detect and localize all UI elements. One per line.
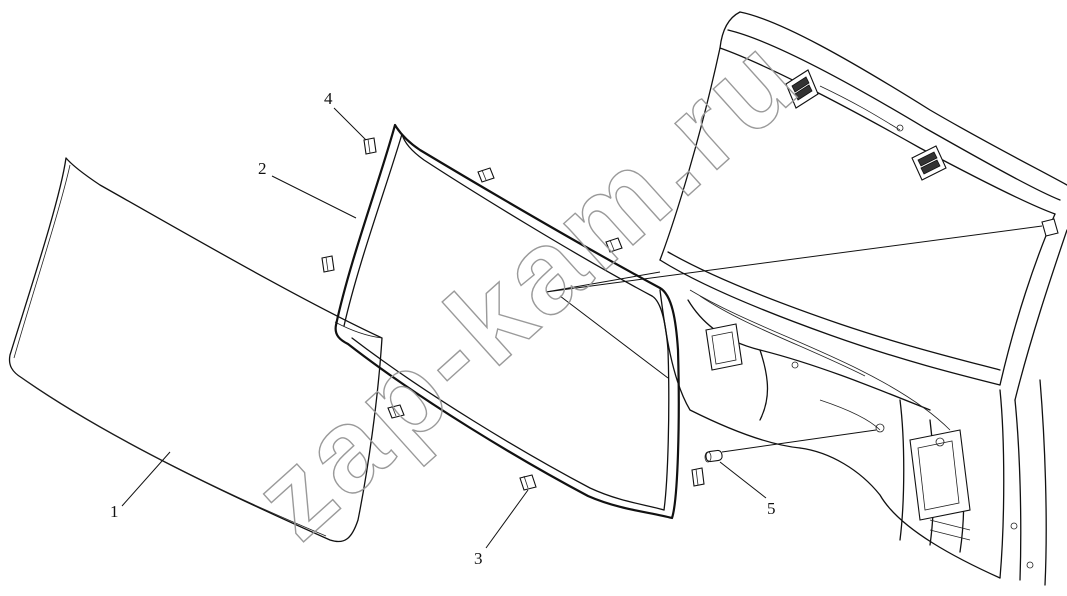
roof-vent-left xyxy=(785,69,819,109)
callout-4: 4 xyxy=(324,89,333,108)
clip-part-3 xyxy=(519,474,537,491)
clip-top xyxy=(477,167,495,183)
projection-lines xyxy=(545,225,1043,453)
clip-left xyxy=(321,255,335,273)
clip-lower-left xyxy=(387,404,405,419)
clip-upper-mid xyxy=(605,237,623,253)
windshield-glass-part-1 xyxy=(8,157,383,543)
plug-part-5 xyxy=(704,449,723,463)
callout-5: 5 xyxy=(767,499,776,518)
windshield-seal-part-2 xyxy=(334,123,680,520)
callout-1: 1 xyxy=(110,502,119,521)
callout-leaders xyxy=(121,107,767,549)
callout-3: 3 xyxy=(474,549,483,568)
cab-front-frame xyxy=(659,11,1067,586)
clip-right-side xyxy=(691,467,705,487)
roof-vent-right xyxy=(911,145,947,181)
seal-clips xyxy=(321,137,705,491)
clip-part-4 xyxy=(363,137,377,155)
callout-2: 2 xyxy=(258,159,267,178)
